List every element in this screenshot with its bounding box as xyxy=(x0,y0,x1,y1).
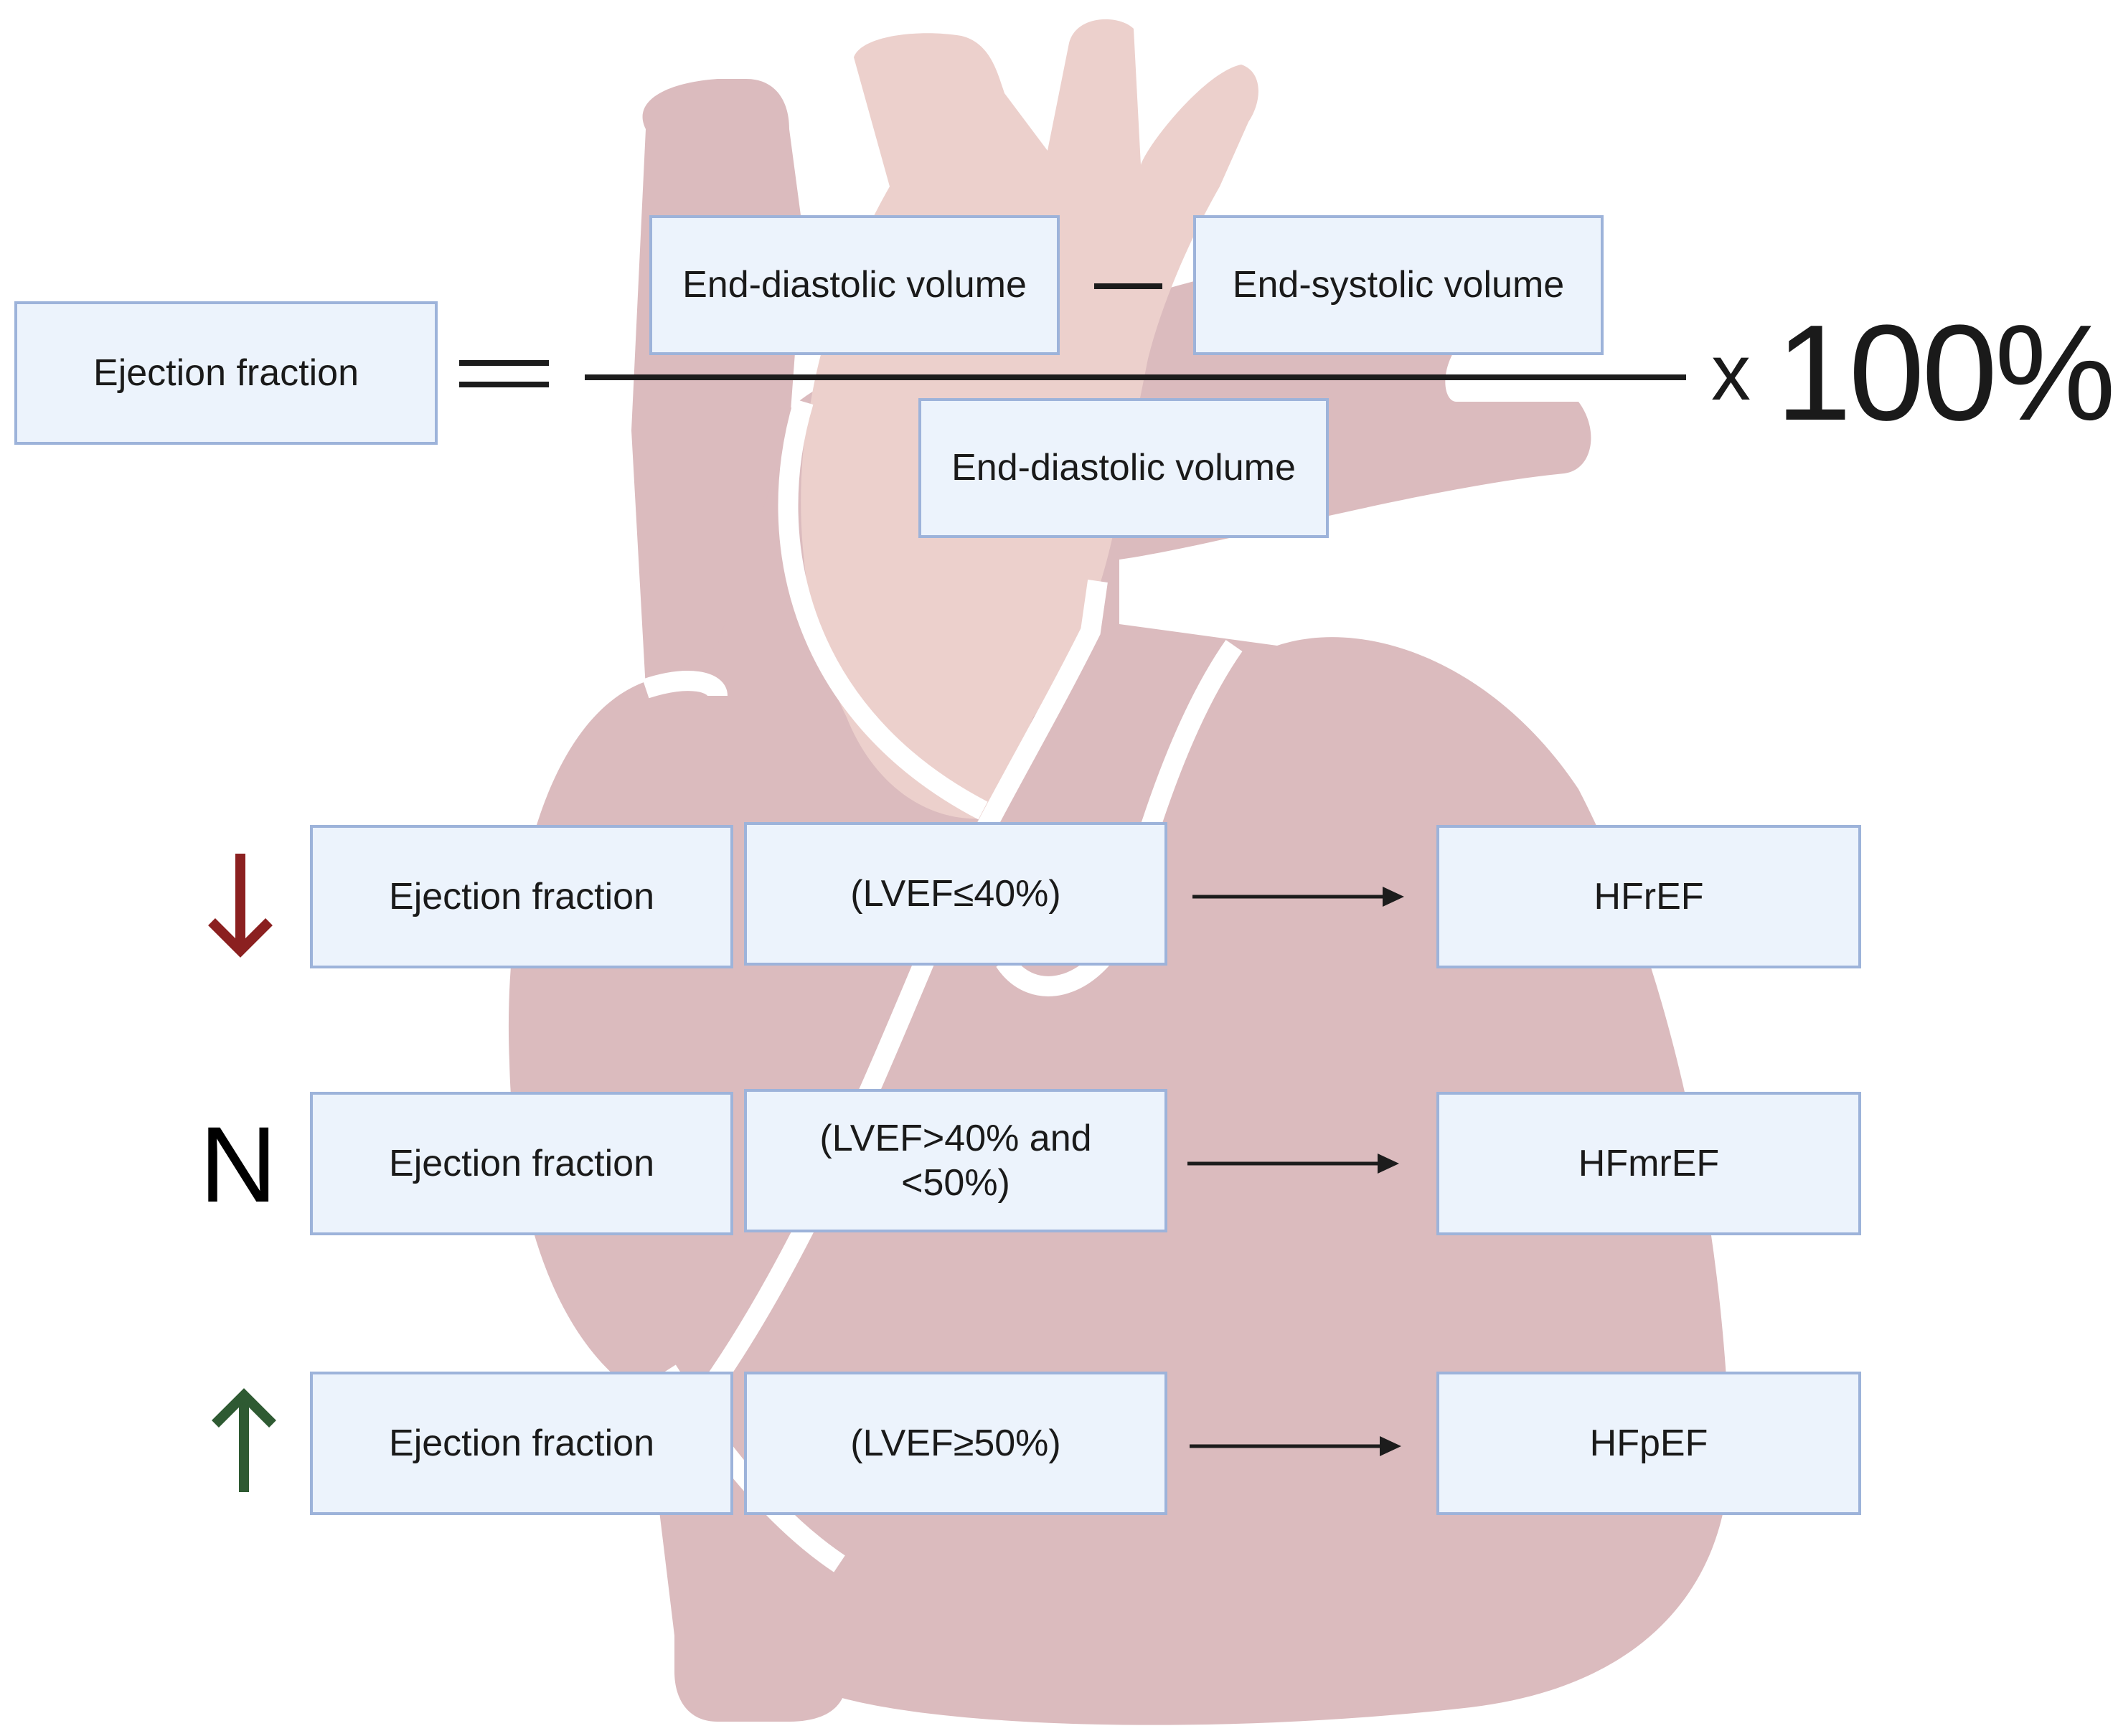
normal-indicator: N xyxy=(199,1104,278,1225)
end-systolic-volume-box: End-systolic volume xyxy=(1193,215,1604,355)
row2-ejection-fraction-label: Ejection fraction xyxy=(389,1142,654,1184)
end-systolic-volume-label: End-systolic volume xyxy=(1232,264,1565,306)
row2-right-arrow-icon xyxy=(1187,1154,1399,1174)
row2-range-label: (LVEF>40% and <50%) xyxy=(819,1117,1092,1204)
up-arrow-icon xyxy=(212,1388,276,1492)
end-diastolic-volume-denominator-label: End-diastolic volume xyxy=(951,447,1296,489)
end-diastolic-volume-denominator-box: End-diastolic volume xyxy=(918,398,1329,538)
row1-range-label: (LVEF≤40%) xyxy=(850,872,1061,915)
row3-range-label: (LVEF≥50%) xyxy=(850,1422,1061,1464)
row1-range-box: (LVEF≤40%) xyxy=(744,822,1167,966)
row1-ejection-fraction-label: Ejection fraction xyxy=(389,875,654,917)
fraction-bar xyxy=(585,374,1686,380)
row3-ejection-fraction-box: Ejection fraction xyxy=(310,1372,733,1515)
row1-ejection-fraction-box: Ejection fraction xyxy=(310,825,733,968)
equals-sign-bottom xyxy=(459,382,549,387)
row3-right-arrow-icon xyxy=(1190,1436,1401,1456)
row2-ejection-fraction-box: Ejection fraction xyxy=(310,1092,733,1235)
equals-sign-top xyxy=(459,360,549,366)
end-diastolic-volume-numerator-label: End-diastolic volume xyxy=(682,264,1027,306)
row2-range-box: (LVEF>40% and <50%) xyxy=(744,1089,1167,1232)
ejection-fraction-label: Ejection fraction xyxy=(93,352,359,394)
row3-ejection-fraction-label: Ejection fraction xyxy=(389,1422,654,1464)
row3-result-label: HFpEF xyxy=(1589,1422,1708,1464)
multiply-sign: x xyxy=(1711,329,1751,417)
row2-result-box: HFmrEF xyxy=(1436,1092,1861,1235)
minus-sign xyxy=(1094,283,1162,289)
row3-result-box: HFpEF xyxy=(1436,1372,1861,1515)
row1-result-box: HFrEF xyxy=(1436,825,1861,968)
down-arrow-icon xyxy=(208,854,273,958)
row2-result-label: HFmrEF xyxy=(1578,1142,1720,1184)
hundred-percent: 100% xyxy=(1776,297,2113,449)
ejection-fraction-box: Ejection fraction xyxy=(14,301,438,445)
row3-range-box: (LVEF≥50%) xyxy=(744,1372,1167,1515)
row1-result-label: HFrEF xyxy=(1594,875,1704,917)
end-diastolic-volume-numerator-box: End-diastolic volume xyxy=(649,215,1060,355)
row1-right-arrow-icon xyxy=(1192,887,1404,907)
